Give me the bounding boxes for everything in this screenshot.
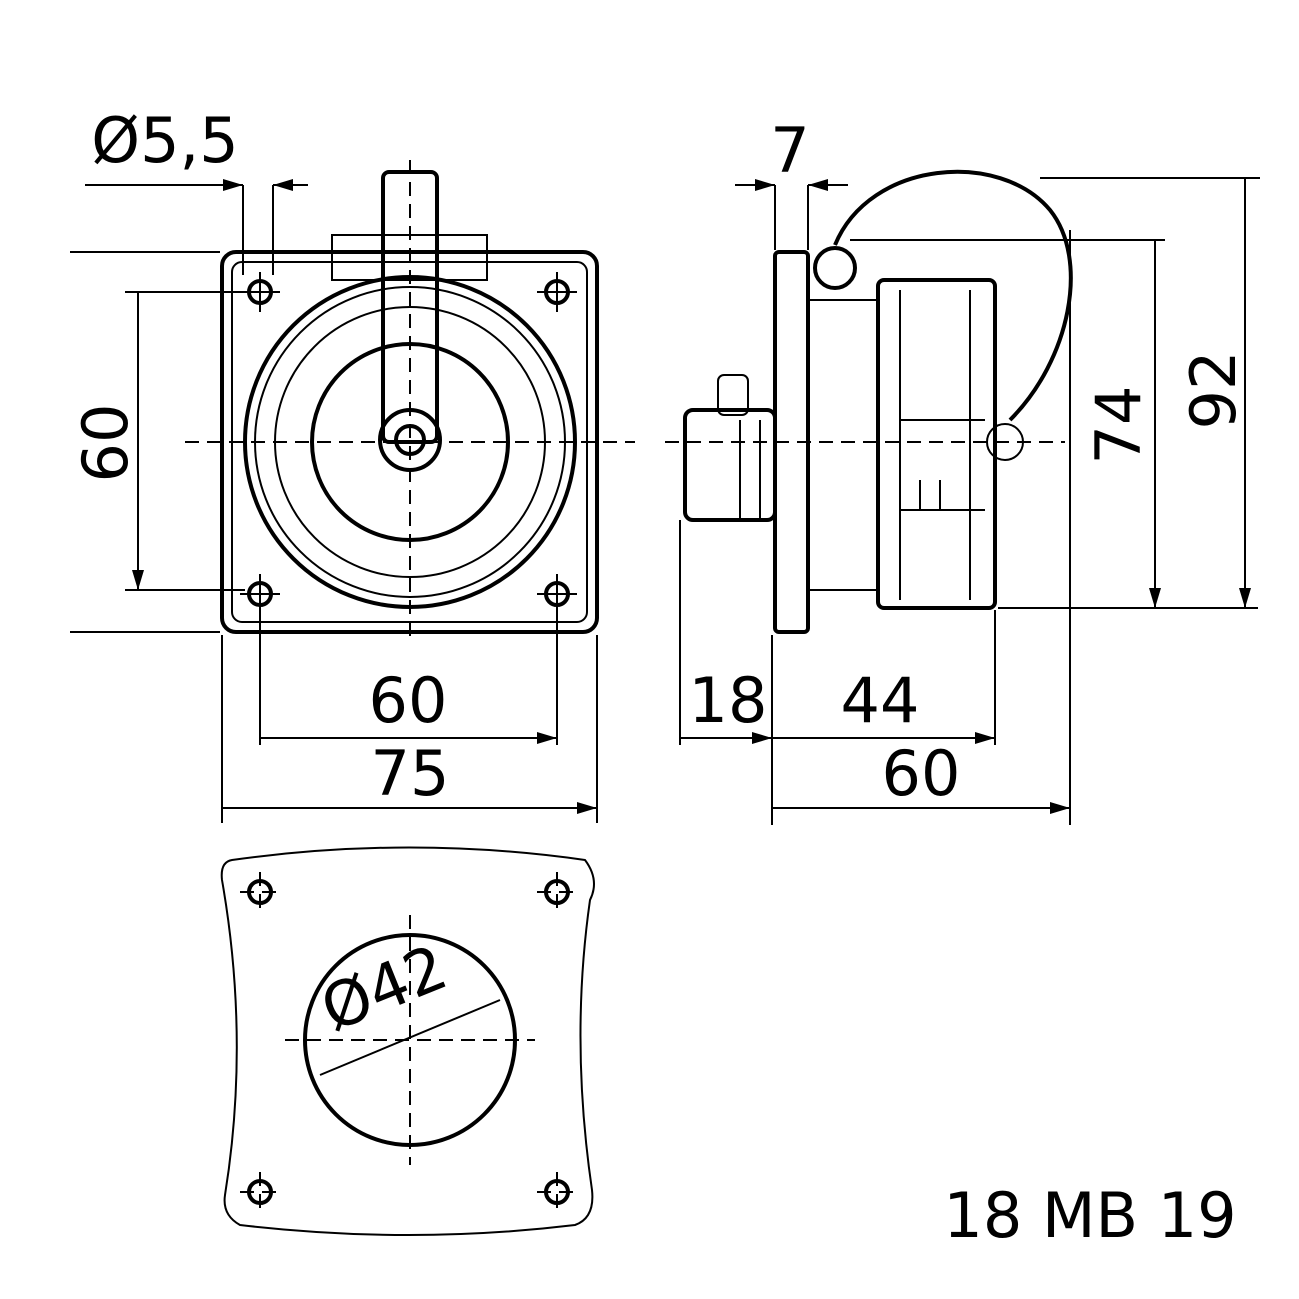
mounting-holes	[240, 272, 577, 614]
vertical-hole-spacing-label: 60	[69, 404, 142, 483]
cutout-diameter-label: Ø42	[311, 930, 457, 1046]
total-height-label: 92	[1177, 351, 1250, 430]
side-view	[665, 169, 1073, 634]
front-depth-label: 44	[841, 664, 920, 737]
horizontal-hole-spacing-label: 60	[369, 664, 448, 737]
model-code: 18 MB 19	[943, 1179, 1236, 1252]
side-dimensions: 7 18 44 60 74 92	[679, 114, 1260, 825]
flange-thickness-label: 7	[770, 114, 809, 187]
cutout-holes	[240, 872, 577, 1212]
total-depth-label: 60	[882, 737, 961, 810]
rear-depth-label: 18	[689, 664, 768, 737]
cutout-view: Ø42	[220, 846, 595, 1236]
body-height-label: 74	[1082, 386, 1155, 465]
front-view	[185, 160, 635, 640]
front-dimensions: Ø5,5 60 60 75	[69, 104, 597, 823]
plate-width-label: 75	[371, 737, 450, 810]
hole-diameter-label: Ø5,5	[91, 104, 238, 177]
